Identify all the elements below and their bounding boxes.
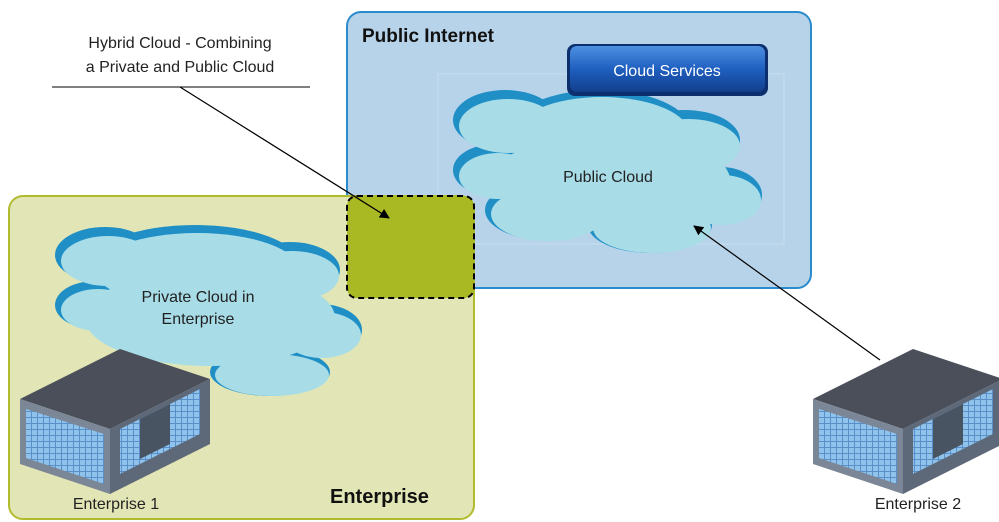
enterprise2-arrow	[693, 225, 881, 361]
public-cloud-label: Public Cloud	[563, 169, 653, 186]
enterprise-2-label: Enterprise 2	[875, 496, 961, 513]
cloud-services-button[interactable]: Cloud Services	[567, 44, 768, 96]
private-cloud-label-line1: Private Cloud in	[142, 289, 255, 306]
enterprise-1-label: Enterprise 1	[73, 496, 159, 513]
callout-line2: a Private and Public Cloud	[86, 59, 275, 76]
office-building-icon	[20, 349, 210, 494]
callout-line1: Hybrid Cloud - Combining	[88, 35, 271, 52]
callout-arrow	[179, 86, 390, 219]
enterprise-title: Enterprise	[330, 486, 429, 508]
hybrid-callout: Hybrid Cloud - Combining a Private and P…	[52, 35, 390, 219]
public-internet-title: Public Internet	[362, 26, 495, 47]
public-cloud: Public Cloud	[453, 90, 762, 253]
cloud-services-label: Cloud Services	[613, 63, 721, 80]
private-cloud: Private Cloud in Enterprise	[55, 225, 362, 396]
office-building-icon	[813, 349, 999, 494]
hybrid-overlap	[346, 195, 475, 299]
private-cloud-label-line2: Enterprise	[162, 311, 235, 328]
